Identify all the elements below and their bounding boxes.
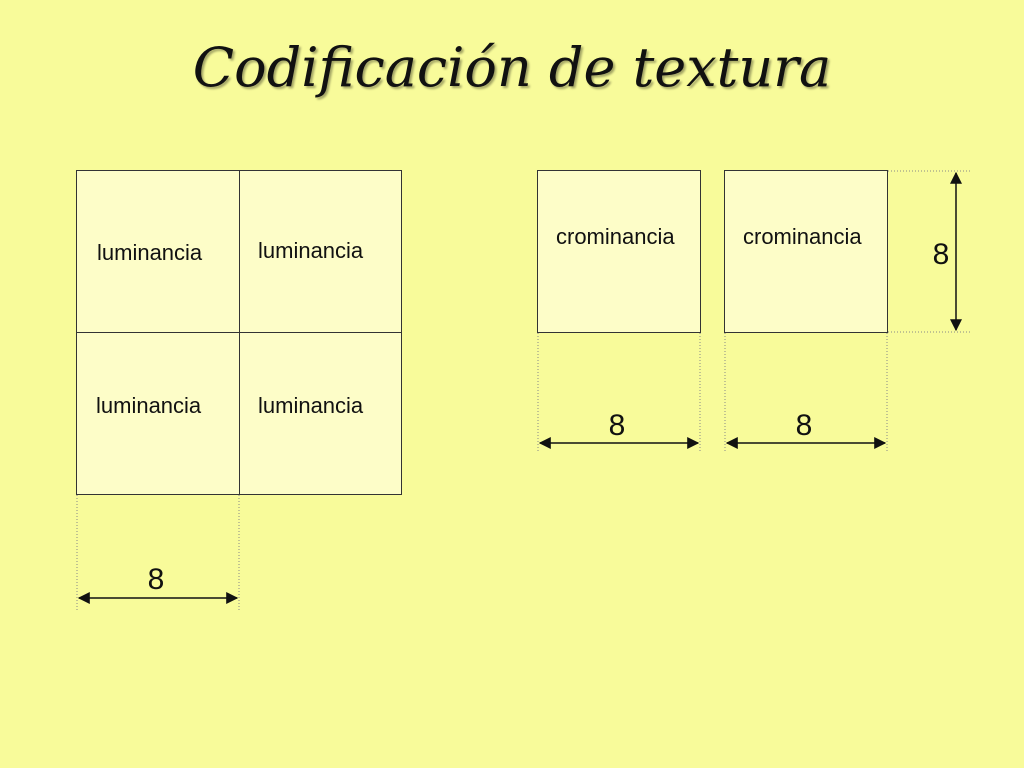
luminance-width-label: 8 — [147, 563, 165, 596]
luminance-block-top-right — [239, 170, 402, 333]
chrominance-label: crominancia — [743, 224, 862, 249]
luminance-label: luminancia — [96, 393, 202, 418]
chroma-height-label: 8 — [932, 238, 950, 271]
luminance-label: luminancia — [258, 238, 364, 263]
luminance-block-bottom-right — [239, 332, 402, 495]
luminance-label: luminancia — [97, 240, 203, 265]
cr-width-label: 8 — [795, 409, 813, 442]
luminance-block-bottom-left — [76, 332, 240, 495]
cb-width-label: 8 — [608, 409, 626, 442]
slide-title: Codificación de textura — [192, 36, 832, 99]
chrominance-label: crominancia — [556, 224, 675, 249]
luminance-block-top-left — [76, 170, 240, 333]
chrominance-block-cr — [724, 170, 888, 333]
chrominance-block-cb — [537, 170, 701, 333]
luminance-label: luminancia — [258, 393, 364, 418]
